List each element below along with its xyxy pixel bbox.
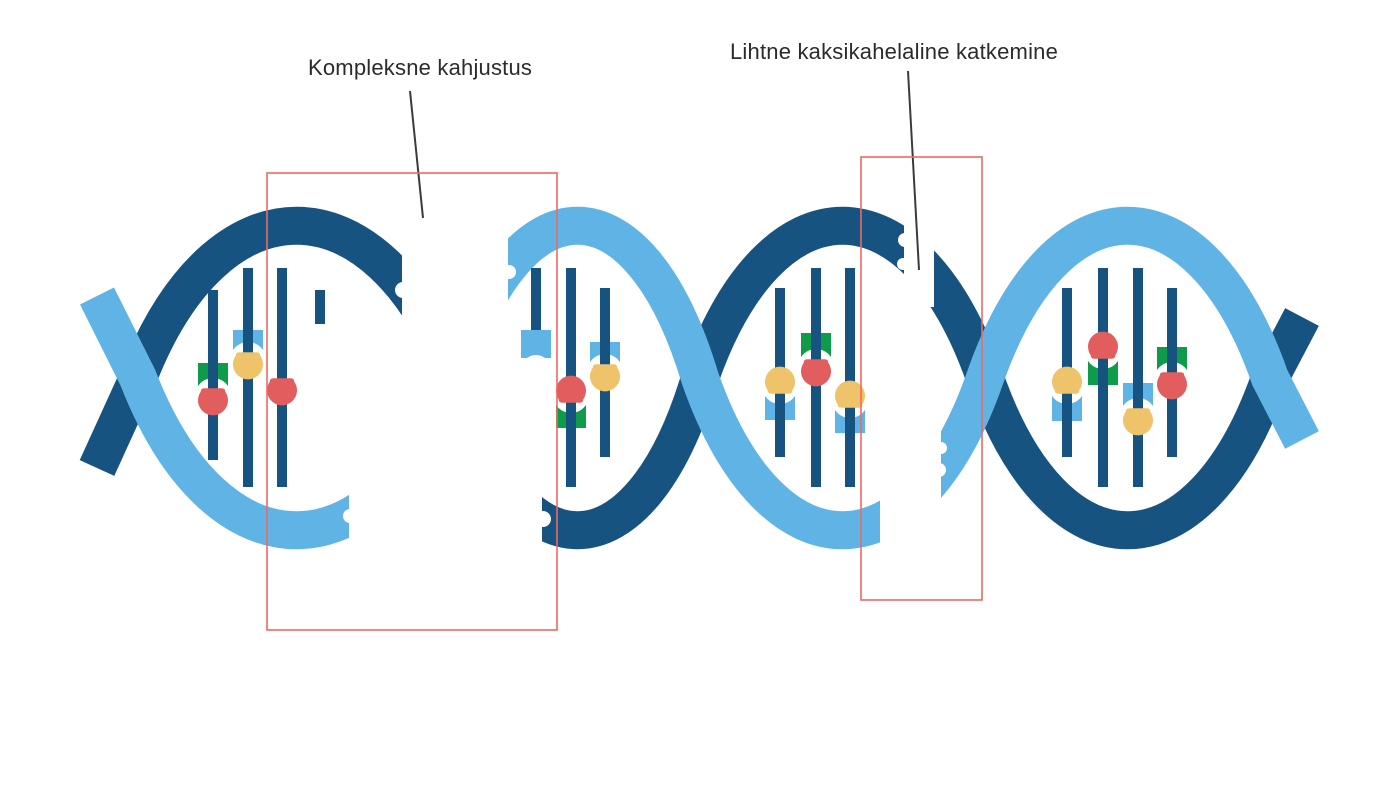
base-pair-rung xyxy=(1154,288,1190,457)
rung-bar xyxy=(1098,268,1108,487)
nucleotide-blob-red xyxy=(556,375,587,403)
rung-bar xyxy=(208,290,218,460)
pointer-line xyxy=(907,70,920,271)
strand-break-bite xyxy=(535,511,551,527)
rung-bar xyxy=(277,268,287,487)
base-pair-rung xyxy=(762,288,798,457)
label-complex-damage: Kompleksne kahjustus xyxy=(308,55,533,80)
rung-bar xyxy=(315,290,325,324)
base-pair-rung xyxy=(553,268,589,487)
base-pair-rung xyxy=(521,268,551,385)
strand-break-bite xyxy=(395,282,411,298)
strand-break-gap xyxy=(349,368,542,580)
rung-bar xyxy=(1133,268,1143,487)
pairing-notch xyxy=(521,355,551,385)
base-pair-rung xyxy=(195,290,231,460)
dna-strand-light xyxy=(80,206,1319,550)
nucleotide-blob-red xyxy=(267,378,297,406)
strand-break-gap xyxy=(880,400,941,560)
base-pair-rung xyxy=(1085,268,1121,487)
rung-bar xyxy=(845,268,855,487)
base-pair-rung xyxy=(267,268,297,487)
annotation-box-double-strand-break xyxy=(860,156,983,601)
strand-break-bite xyxy=(935,442,947,454)
base-pair-rung xyxy=(587,288,623,457)
strand-break-bite xyxy=(502,265,516,279)
nucleotide-blob-red xyxy=(198,388,229,416)
nucleotide-blob-yellow xyxy=(1123,408,1153,436)
nucleotide-blob-red xyxy=(1157,372,1187,400)
base-pair-rung xyxy=(1120,268,1156,487)
nucleotide-blob-red xyxy=(1088,331,1118,359)
nucleotide-blob-yellow xyxy=(835,380,866,408)
pointer-line xyxy=(409,90,424,219)
rung-bar xyxy=(531,268,541,330)
strand-break-bite xyxy=(343,509,357,523)
nucleotide-blob-red xyxy=(801,359,831,387)
base-pair-rung xyxy=(315,290,325,324)
annotation-box-complex-damage xyxy=(266,172,558,631)
base-pair-rung xyxy=(1049,288,1085,457)
base-pair-rung xyxy=(832,268,868,487)
nucleotide-blob-yellow xyxy=(590,364,621,392)
nucleotide-blob-yellow xyxy=(1052,366,1082,394)
nucleotide-blob-yellow xyxy=(765,366,795,394)
base-pair-rung xyxy=(230,268,266,487)
label-double-strand-break: Lihtne kaksikahelaline katkemine xyxy=(730,39,1059,64)
nucleotide-blob-yellow xyxy=(232,352,263,380)
nucleotide-square-blue xyxy=(521,330,551,358)
strand-break-bite xyxy=(898,233,912,247)
strand-break-bite xyxy=(897,258,909,270)
strand-break-bite xyxy=(932,463,946,477)
base-pair-rung xyxy=(798,268,834,487)
